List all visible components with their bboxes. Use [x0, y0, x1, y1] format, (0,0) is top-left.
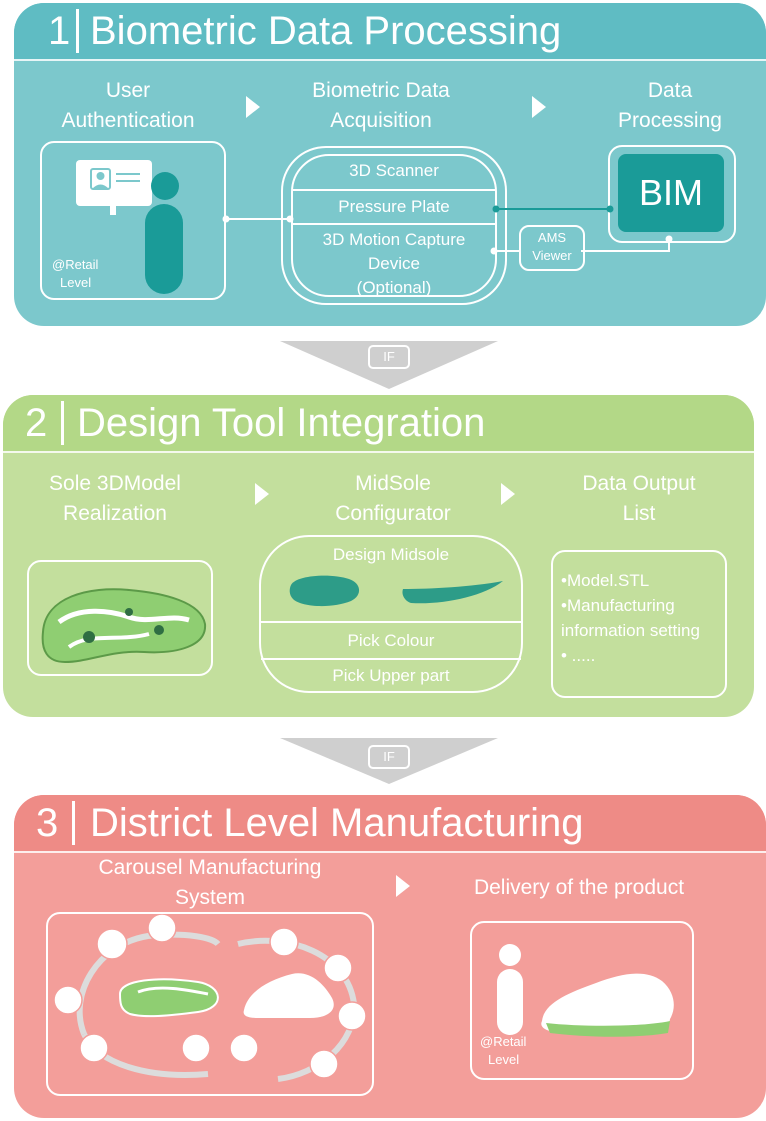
section-1-number: 1: [48, 9, 71, 53]
section-2-number: 2: [25, 401, 48, 445]
3d-scanner-item: 3D Scanner: [349, 161, 439, 180]
output-item-list: •Model.STL •Manufacturing information se…: [561, 571, 700, 665]
step-arrow-icon: [246, 96, 260, 118]
bim-box: BIM: [608, 145, 736, 243]
step-arrow-icon: [396, 875, 410, 897]
section-3-header: 3 District Level Manufacturing: [14, 795, 766, 853]
device-list: 3D Scanner Pressure Plate 3D Motion Capt…: [291, 154, 497, 297]
sole-model-box: [27, 560, 213, 676]
header-divider: [72, 801, 75, 845]
section-2-title: Design Tool Integration: [77, 401, 486, 445]
if-connector-arrow: [280, 738, 498, 784]
header-divider: [76, 9, 79, 53]
carousel-box: [46, 912, 374, 1096]
pressure-plate-item: Pressure Plate: [338, 197, 450, 216]
midsole-image: [289, 575, 503, 607]
section-3-title: District Level Manufacturing: [90, 801, 584, 845]
bim-label: BIM: [618, 154, 724, 232]
divider: [261, 658, 521, 660]
if-connector-label: IF: [368, 345, 410, 369]
midsole-configurator-box: Design Midsole Pick Colour Pick Upper pa…: [259, 535, 523, 693]
step-arrow-icon: [501, 483, 515, 505]
acquisition-devices-group: 3D Scanner Pressure Plate 3D Motion Capt…: [281, 146, 507, 305]
district-level-manufacturing-panel: 3 District Level Manufacturing Carousel …: [14, 795, 766, 1118]
section-1-title: Biometric Data Processing: [90, 9, 562, 53]
pick-colour-option[interactable]: Pick Colour: [347, 631, 435, 650]
divider: [261, 621, 521, 623]
if-connector-arrow: [280, 341, 498, 389]
divider: [293, 189, 495, 191]
design-midsole-option[interactable]: Design Midsole: [332, 545, 450, 564]
section-2-header: 2 Design Tool Integration: [3, 395, 754, 453]
section-3-number: 3: [36, 801, 59, 845]
if-connector-label: IF: [368, 745, 410, 769]
delivery-illustration: [497, 944, 674, 1037]
pick-upper-part-option[interactable]: Pick Upper part: [332, 666, 450, 685]
divider: [293, 223, 495, 225]
shoe-sole-image: [41, 588, 207, 664]
carousel-diagram: [53, 914, 367, 1082]
section-1-header: 1 Biometric Data Processing: [14, 3, 766, 61]
step-arrow-icon: [255, 483, 269, 505]
delivery-label: Delivery of the product: [473, 876, 685, 899]
header-divider: [61, 401, 64, 445]
data-output-list-box: •Model.STL •Manufacturing information se…: [551, 550, 727, 698]
step-arrow-icon: [532, 96, 546, 118]
user-at-kiosk-icon: [76, 160, 183, 294]
